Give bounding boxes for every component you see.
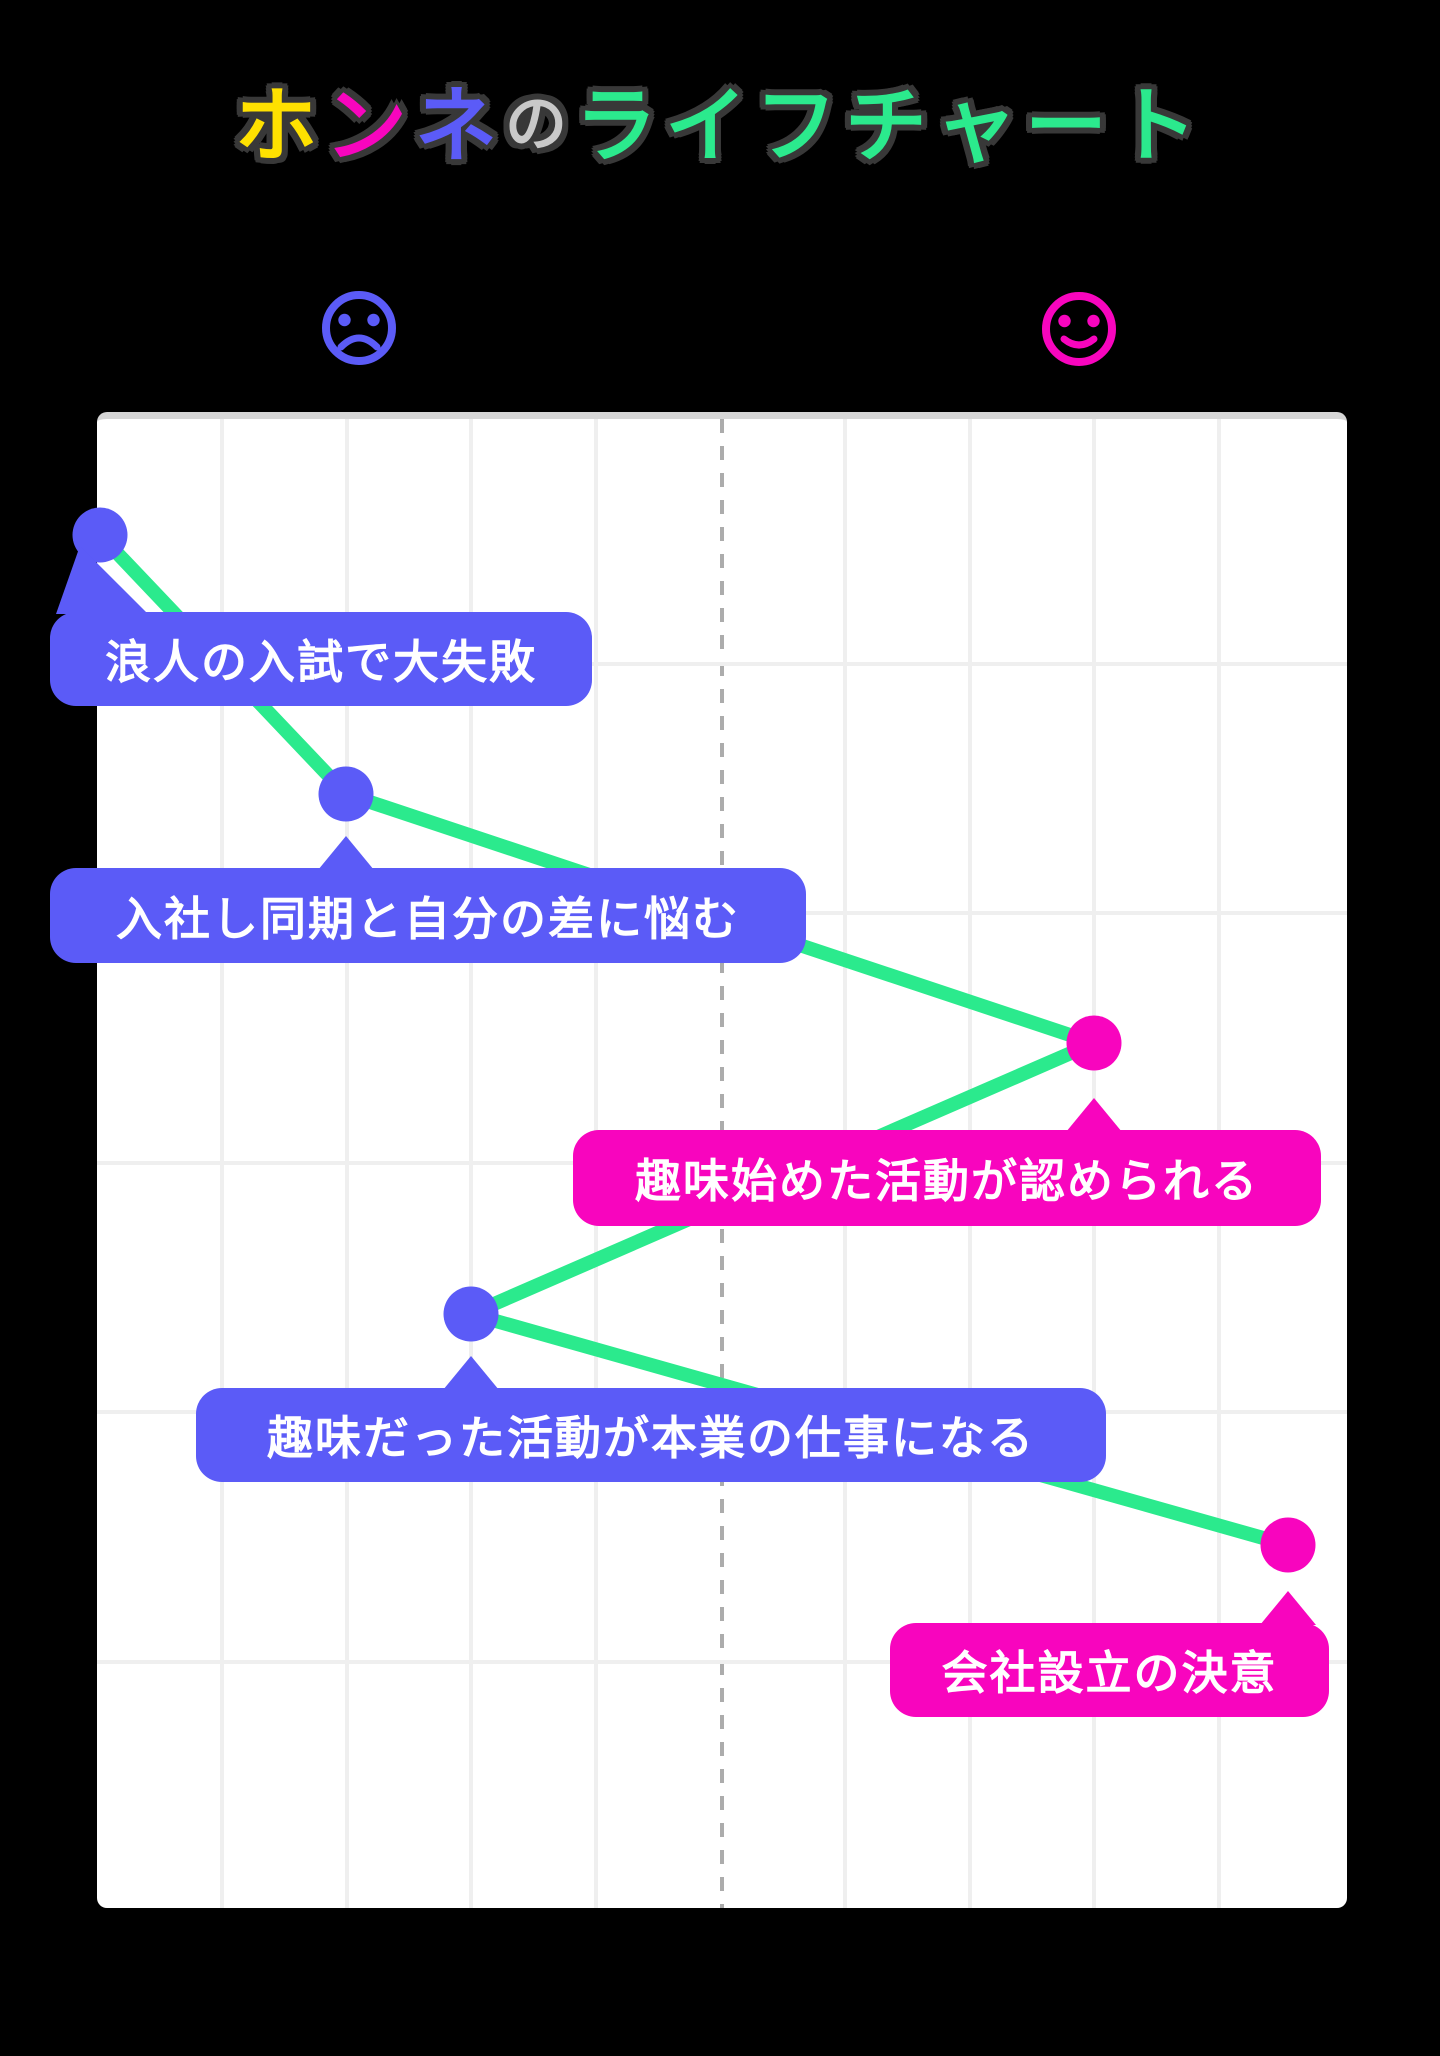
callout-label: 趣味始めた活動が認められる	[635, 1154, 1259, 1208]
title-char: ネ	[414, 78, 505, 174]
gridline-horizontal	[97, 1660, 1347, 1664]
sad-face-icon	[309, 278, 409, 378]
title-char: イ	[664, 78, 755, 174]
callout-ronin-exam-failure: 浪人の入試で大失敗	[50, 546, 592, 706]
callout-label: 浪人の入試で大失敗	[105, 635, 537, 689]
data-point-4	[1260, 1517, 1316, 1573]
data-point-2	[1066, 1015, 1122, 1071]
data-points	[72, 507, 1316, 1573]
data-point-0	[72, 507, 128, 563]
callout-joined-company-gap-worry: 入社し同期と自分の差に悩む	[50, 836, 806, 963]
callout-hobby-activity-recognized: 趣味始めた活動が認められる	[573, 1098, 1321, 1226]
title-char: ー	[1025, 78, 1116, 174]
data-point-1	[318, 766, 374, 822]
happy-face-icon	[1029, 279, 1129, 379]
gridline-horizontal	[97, 662, 1347, 666]
title-char: フ	[755, 78, 846, 174]
title-char: ラ	[574, 78, 665, 174]
title-char: チ	[845, 78, 936, 174]
callout-label: 趣味だった活動が本業の仕事になる	[267, 1411, 1035, 1465]
title-char: の	[504, 87, 575, 160]
title-char: ン	[324, 78, 415, 174]
title-char: ト	[1115, 78, 1206, 174]
page-title: ホ ン ネ の ラ イ フ チ ャ ー ト	[0, 58, 1440, 178]
callout-decision-to-found-company: 会社設立の決意	[890, 1591, 1329, 1717]
title-char: ャ	[935, 78, 1026, 174]
data-point-3	[443, 1286, 499, 1342]
callout-label: 会社設立の決意	[941, 1646, 1278, 1700]
callout-label: 入社し同期と自分の差に悩む	[116, 891, 740, 946]
title-char: ホ	[234, 78, 325, 174]
callout-hobby-becomes-main-job: 趣味だった活動が本業の仕事になる	[196, 1356, 1106, 1482]
